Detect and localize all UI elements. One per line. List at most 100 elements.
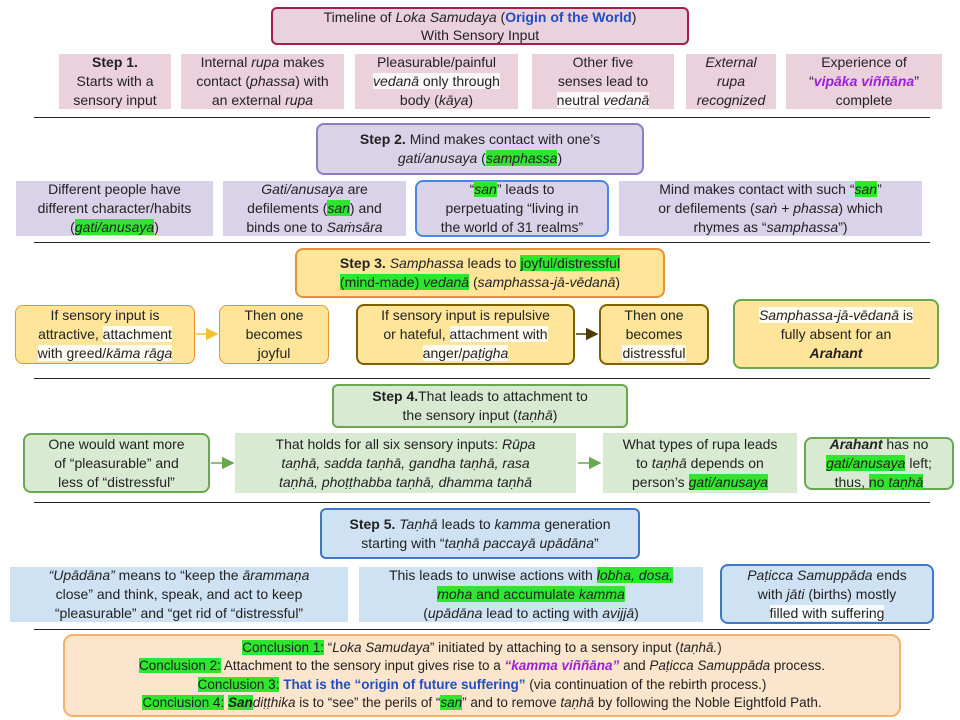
box-text: What types of rupa leads [622,435,778,452]
box-text: taṇhā, sadda taṇhā, gandha taṇhā, rasa [281,454,530,471]
box-text: jāti [786,585,805,602]
box-text: contact ( [196,73,251,89]
six-sensory-inputs-box: That holds for all six sensory inputs: R… [235,433,576,493]
box-text: senses lead to [557,73,649,89]
box-text: are [343,181,368,197]
box-text: taṇhā paccayā upādāna [444,534,595,551]
box-text: Internal [200,54,252,70]
box-text: binds one to [246,219,327,235]
box-text: left; [905,455,932,471]
box-text: “ [324,639,333,655]
accumulate-highlight: and accumulate [472,586,579,602]
gati-highlight: gati/anusaya [826,455,906,471]
conclusion-1: Conclusion 1: “Loka Samudaya” initiated … [69,639,895,658]
sanditthika-term: diṭṭhika [252,695,296,710]
conclusion-label: Conclusion 3: [197,676,280,692]
box-text: vedanā [373,73,419,89]
box-text: (via continuation of the rebirth process… [525,676,767,692]
box-text: perpetuating “living in [445,200,579,216]
box-text: ) [557,150,563,166]
arahant-term: Arahant [809,344,863,361]
box-text: ” [914,73,919,89]
vipaka-vinnana-box: Experience of“vipāka viññāna”complete [786,54,942,109]
box-text: is [899,306,914,323]
box-text: Mind makes contact with one’s [405,131,601,147]
vipaka-vinnana-term: vipāka viññāna [813,73,915,89]
box-text: “pleasurable” and “get rid of “distressf… [54,605,304,621]
title-origin-of-world: Origin of the World [505,9,632,25]
box-text: If sensory input is repulsive [381,307,550,323]
box-text: only through [418,73,500,89]
box-text: by following the Noble Eightfold Path. [594,695,822,710]
box-text: ) [615,274,621,290]
conclusions-box: Conclusion 1: “Loka Samudaya” initiated … [63,634,901,717]
box-text: or defilements ( [658,200,755,216]
box-text: Different people have [48,181,181,197]
box-text: “ [469,181,475,197]
box-text: ” initiated by attaching to a sensory in… [429,639,680,655]
box-text: Paṭicca Samuppāda [649,658,771,673]
step2-label: Step 2. [359,131,406,147]
step3-box: Step 3. Samphassa leads to joyful/distre… [295,248,665,298]
step1-label: Step 1. [92,54,138,70]
box-text: becomes [625,326,683,342]
gati-highlight: gati/anusaya [688,473,768,490]
box-text: ) [717,639,722,655]
box-text: attachment [102,326,172,342]
box-text: Attachment to the sensory input gives ri… [220,658,505,673]
different-people-box: Different people have different character… [16,181,213,236]
arahant-term: Arahant [829,436,883,452]
box-text: paṭigha [462,345,509,361]
box-text: Samphassa [385,255,464,271]
box-text: or hateful, [383,326,450,342]
sanditthika-highlight: San [227,695,253,710]
lobha-dosa-highlight: lobha, dosa, [596,567,674,583]
conclusion-4: Conclusion 4: Sandiṭṭhika is to “see” th… [69,694,895,713]
box-text: Gati/anusaya [261,181,344,197]
box-text: means to “keep the [114,567,243,583]
box-text: Then one [244,307,304,323]
box-text: attachment with [449,326,548,342]
box-text: External [705,54,757,70]
box-text: makes [279,54,325,70]
box-text: Paṭicca Samuppāda [747,566,873,583]
step3-label: Step 3. [339,255,386,271]
origin-of-suffering-term: That is the “origin of future suffering” [283,676,526,692]
divider-line [34,502,930,503]
box-text: “ [809,73,814,89]
box-text: Then one [624,307,684,323]
conclusion-label: Conclusion 4: [142,695,225,710]
joyful-distressful-highlight: joyful/distressful [520,255,621,271]
box-text: ) [552,407,558,423]
box-text: ” [877,181,882,197]
box-text: ) [468,92,474,108]
box-text: complete [835,92,893,108]
box-text: recognized [696,92,766,108]
box-text: neutral [556,92,604,108]
box-text: different character/habits [37,200,192,216]
box-text: with greed/ [37,345,107,361]
box-text: close” and think, speak, and act to keep [55,586,303,602]
box-text: ) [634,605,639,621]
conclusion-label: Conclusion 1: [242,639,325,655]
san-highlight: san [854,181,878,197]
box-text: leads to [463,255,521,271]
box-text: joyful [257,345,291,361]
conclusion-2: Conclusion 2: Attachment to the sensory … [69,657,895,676]
san-highlight: san [327,200,350,216]
moha-highlight: moha [437,586,473,602]
divider-line [34,117,930,118]
unwise-actions-box: This leads to unwise actions with lobha,… [359,567,703,622]
box-text: depends on [686,454,764,471]
box-text: rupa [716,73,746,89]
